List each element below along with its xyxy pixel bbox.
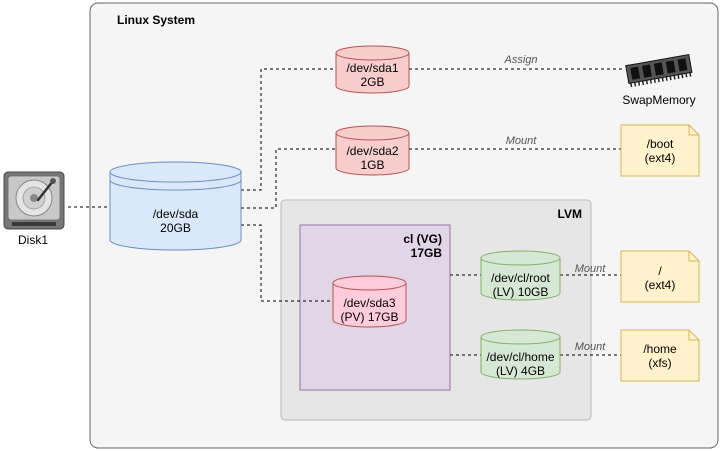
sda-cylinder[interactable] [109,161,242,251]
sda2-cylinder[interactable] [335,125,410,176]
boot-path: /boot [647,137,674,151]
lvm-title: LVM [558,207,582,221]
lv-home-size: (LV) 4GB [496,364,545,378]
sda-to-sda1-line [241,68,336,191]
root-fs: (ext4) [645,278,676,292]
sda2-name: /dev/sda2 [346,144,398,158]
sda3-cylinder[interactable] [332,275,407,328]
sda-name: /dev/sda [153,207,199,221]
assign-edge-label: Assign [503,54,537,66]
home-mount-note[interactable] [620,329,700,382]
ram-module-icon[interactable] [625,54,693,88]
home-path: /home [643,342,677,356]
mount-root-edge-label: Mount [575,263,607,275]
hard-disk-icon[interactable] [3,171,65,230]
lv-home-cylinder[interactable] [480,329,561,380]
root-mount-note[interactable] [620,250,700,303]
sda3-size: (PV) 17GB [340,310,398,324]
vg-name: cl (VG) [403,232,442,246]
sda3-name: /dev/sda3 [343,296,395,310]
mount-home-edge-label: Mount [575,341,607,353]
root-path: / [658,264,662,278]
sda-size: 20GB [160,221,191,235]
sda1-cylinder[interactable] [335,45,410,94]
sda1-size: 2GB [360,75,384,89]
boot-fs: (ext4) [645,151,676,165]
vg-size: 17GB [411,246,443,260]
swap-label: SwapMemory [622,93,695,107]
lv-root-name: /dev/cl/root [491,271,550,285]
home-fs: (xfs) [648,356,671,370]
sda2-size: 1GB [360,158,384,172]
sda1-name: /dev/sda1 [346,61,398,75]
lv-root-cylinder[interactable] [480,250,561,301]
lv-root-size: (LV) 10GB [493,285,549,299]
disk-label: Disk1 [18,233,48,247]
boot-mount-note[interactable] [620,124,700,177]
mount-boot-edge-label: Mount [506,135,538,147]
sda-to-sda3-line [241,224,333,302]
system-title: Linux System [117,13,195,27]
lv-home-name: /dev/cl/home [486,350,554,364]
vg-container[interactable] [299,224,451,391]
connectors [68,68,625,356]
